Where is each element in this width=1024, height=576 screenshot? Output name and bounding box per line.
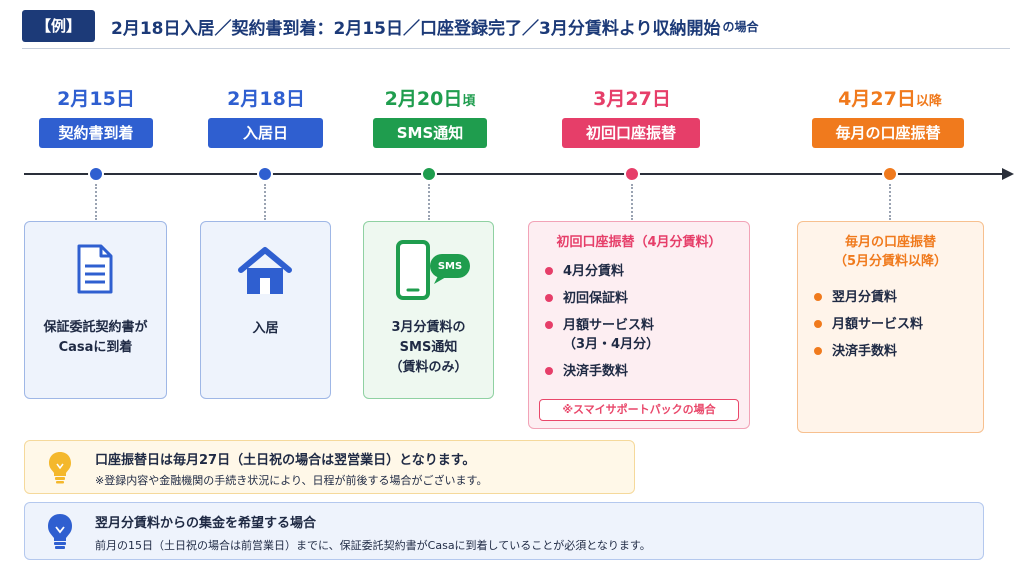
connector-movein (264, 184, 266, 220)
card-movein: 入居 (200, 221, 331, 399)
document-icon (77, 244, 113, 294)
list-item: 4月分賃料 (545, 262, 745, 281)
list-item: 月額サービス料（3月・4月分） (545, 316, 745, 354)
list-item: 決済手数料 (545, 362, 745, 381)
date-first-debit: 3月27日 (593, 88, 671, 110)
label-monthly-debit: 毎月の口座振替 (812, 118, 964, 148)
timeline-axis (24, 173, 1008, 175)
note-next-month-sub: 前月の15日（土日祝の場合は前営業日）までに、保証委託契約書がCasaに到着して… (95, 539, 651, 552)
timeline-dot-contract (88, 166, 104, 182)
label-sms: SMS通知 (373, 118, 487, 148)
date-movein: 2月18日 (227, 88, 305, 110)
timeline-dot-sms (421, 166, 437, 182)
monthly-debit-list: 翌月分賃料 月額サービス料 決済手数料 (814, 288, 974, 369)
connector-first-debit (631, 184, 633, 220)
note-debit-date: 口座振替日は毎月27日（土日祝の場合は翌営業日）となります。 ※登録内容や金融機… (24, 440, 635, 494)
example-badge: 【例】 (22, 10, 96, 42)
list-item: 月額サービス料 (814, 315, 974, 334)
header: 【例】 2月18日入居／契約書到着：2月15日／口座登録完了／3月分賃料より収納… (22, 8, 1010, 44)
first-debit-list: 4月分賃料 初回保証料 月額サービス料（3月・4月分） 決済手数料 (545, 262, 745, 389)
sms-bubble-text: SMS (437, 261, 463, 272)
note-next-month-main: 翌月分賃料からの集金を希望する場合 (95, 516, 317, 531)
card-contract: 保証委託契約書が Casaに到着 (24, 221, 167, 399)
card-sms-text: 3月分賃料の SMS通知 （賃料のみ） (389, 320, 468, 375)
card-monthly-debit: 毎月の口座振替 （5月分賃料以降） 翌月分賃料 月額サービス料 決済手数料 (797, 221, 984, 433)
timeline-dot-movein (257, 166, 273, 182)
smartphone-sms-icon (396, 240, 470, 300)
lightbulb-icon (48, 514, 72, 549)
list-item: 初回保証料 (545, 289, 745, 308)
timeline-dot-monthly-debit (882, 166, 898, 182)
timeline-dot-first-debit (624, 166, 640, 182)
label-contract: 契約書到着 (39, 118, 153, 148)
date-monthly-debit: 4月27日以降 (838, 88, 942, 110)
list-item: 決済手数料 (814, 342, 974, 361)
label-first-debit: 初回口座振替 (562, 118, 700, 148)
note-next-month: 翌月分賃料からの集金を希望する場合 前月の15日（土日祝の場合は前営業日）までに… (24, 502, 984, 560)
list-item: 翌月分賃料 (814, 288, 974, 307)
card-contract-text: 保証委託契約書が Casaに到着 (43, 320, 148, 355)
date-contract: 2月15日 (57, 88, 135, 110)
note-debit-date-main: 口座振替日は毎月27日（土日祝の場合は翌営業日）となります。 (95, 453, 476, 468)
page-title: 2月18日入居／契約書到着：2月15日／口座登録完了／3月分賃料より収納開始 (111, 18, 721, 39)
card-sms: SMS 3月分賃料の SMS通知 （賃料のみ） (363, 221, 494, 399)
date-sms: 2月20日頃 (384, 88, 476, 110)
connector-sms (428, 184, 430, 220)
lightbulb-icon (49, 452, 71, 484)
label-movein: 入居日 (208, 118, 323, 148)
connector-contract (95, 184, 97, 220)
house-icon (238, 247, 292, 294)
card-monthly-debit-title: 毎月の口座振替 （5月分賃料以降） (833, 235, 948, 269)
smile-support-note: ※スマイサポートパックの場合 (539, 399, 739, 421)
card-first-debit-title: 初回口座振替（4月分賃料） (556, 235, 722, 250)
card-movein-text: 入居 (252, 321, 279, 336)
card-first-debit: 初回口座振替（4月分賃料） 4月分賃料 初回保証料 月額サービス料（3月・4月分… (528, 221, 750, 429)
connector-monthly-debit (889, 184, 891, 220)
timeline-arrow-icon (1002, 168, 1014, 180)
note-debit-date-sub: ※登録内容や金融機関の手続き状況により、日程が前後する場合がございます。 (95, 474, 488, 487)
header-divider (22, 48, 1010, 49)
page-title-suffix: の場合 (722, 19, 759, 34)
